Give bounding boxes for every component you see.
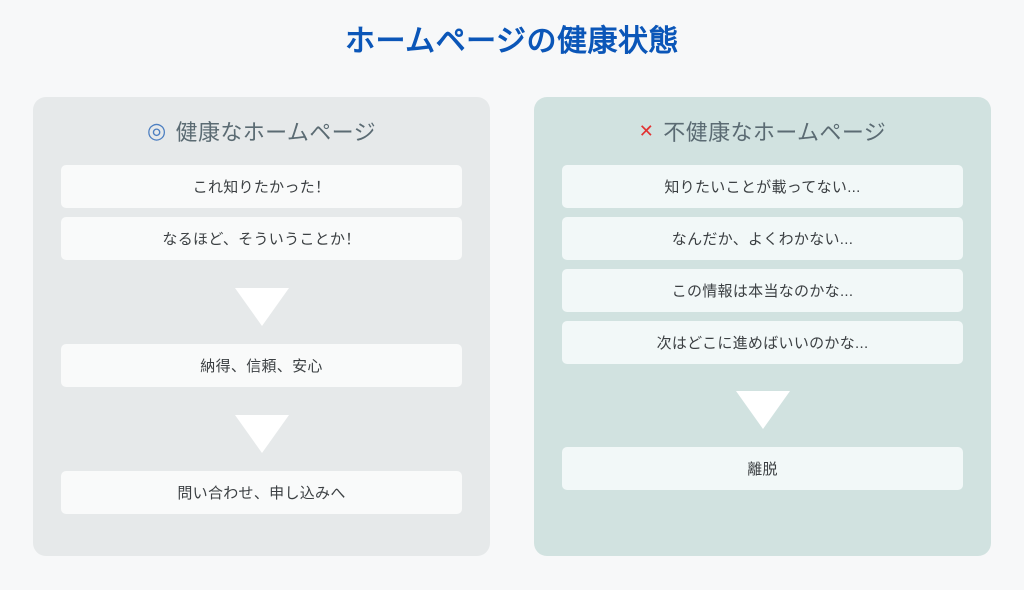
triangle-down-icon — [735, 390, 790, 429]
flow-arrow-down-icon — [562, 378, 963, 441]
flow-item: なんだか、よくわかない... — [562, 217, 963, 260]
comparison-columns: ◎ 健康なホームページ これ知りたかった！ なるほど、そういうことか！ 納得、信… — [33, 97, 991, 556]
panel-healthy-header: ◎ 健康なホームページ — [61, 97, 462, 165]
panel-healthy-header-label: 健康なホームページ — [175, 120, 377, 145]
panel-unhealthy: ✕ 不健康なホームページ 知りたいことが載ってない... なんだか、よくわかない… — [534, 97, 991, 556]
flow-arrow-down-icon — [61, 274, 462, 339]
flow-item: 問い合わせ、申し込みへ — [61, 471, 462, 514]
panel-healthy: ◎ 健康なホームページ これ知りたかった！ なるほど、そういうことか！ 納得、信… — [33, 97, 490, 556]
triangle-down-icon — [234, 414, 289, 453]
panel-unhealthy-header-label: 不健康なホームページ — [663, 120, 887, 145]
flow-item: 納得、信頼、安心 — [61, 344, 462, 387]
ring-icon: ◎ — [146, 118, 167, 143]
flow-item: これ知りたかった！ — [61, 165, 462, 208]
panel-unhealthy-header: ✕ 不健康なホームページ — [562, 97, 963, 165]
flow-unhealthy: 知りたいことが載ってない... なんだか、よくわかない... この情報は本当なの… — [562, 165, 963, 499]
cross-icon: ✕ — [638, 121, 655, 141]
flow-item: 次はどこに進めばいいのかな... — [562, 321, 963, 364]
flow-healthy: これ知りたかった！ なるほど、そういうことか！ 納得、信頼、安心 問い合わせ、申… — [61, 165, 462, 523]
flow-item: 離脱 — [562, 447, 963, 490]
flow-arrow-down-icon — [61, 401, 462, 466]
flow-item: 知りたいことが載ってない... — [562, 165, 963, 208]
flow-item: なるほど、そういうことか！ — [61, 217, 462, 260]
page-title: ホームページの健康状態 — [345, 25, 679, 58]
flow-item: この情報は本当なのかな... — [562, 269, 963, 312]
triangle-down-icon — [234, 287, 289, 326]
